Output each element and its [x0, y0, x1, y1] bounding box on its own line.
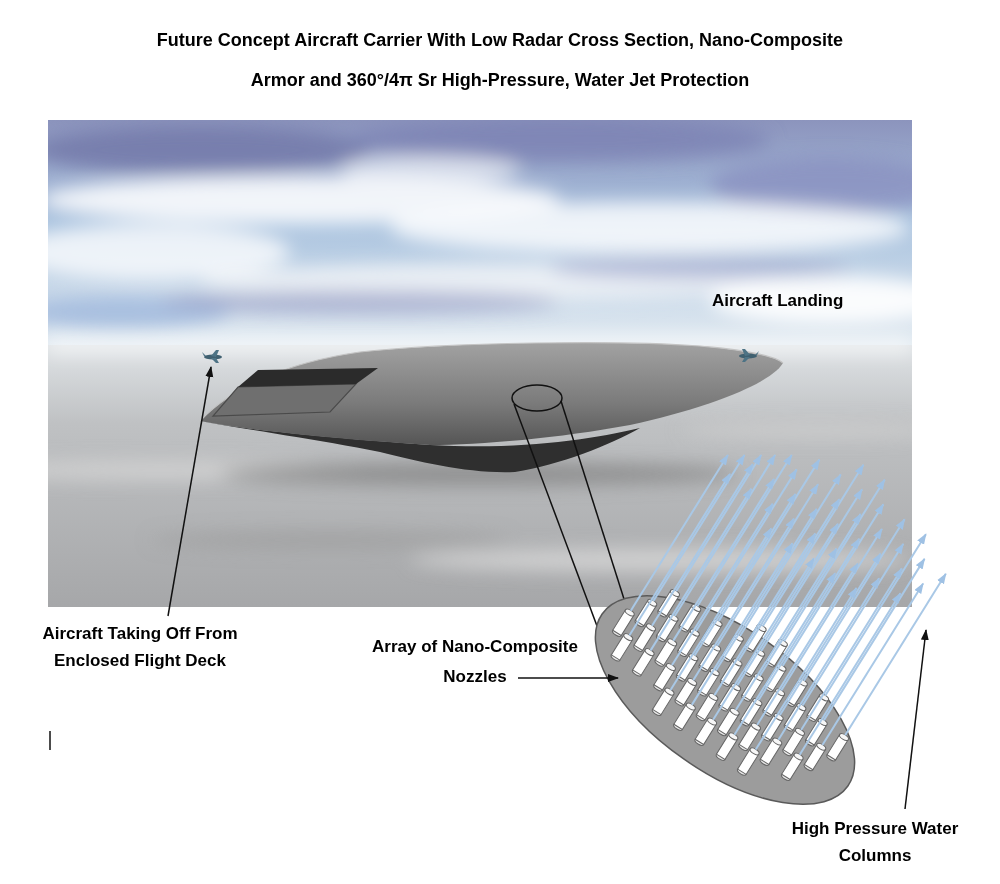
- label-box: High Pressure Water Columns: [775, 815, 975, 869]
- water-jet-arrow: [692, 543, 793, 705]
- water-jet-arrow: [653, 455, 744, 601]
- water-jet-arrow: [824, 559, 925, 721]
- water-jet-arrow: [760, 514, 861, 676]
- water-jet-arrow: [801, 569, 902, 731]
- clouds: [48, 120, 912, 328]
- water-jet-arrow: [778, 578, 879, 740]
- detail-ellipse: [512, 385, 562, 411]
- aircraft-icon: [739, 349, 759, 362]
- water-jet-arrow: [673, 479, 774, 641]
- water-jet-arrow: [671, 528, 772, 690]
- label-box: Aircraft Taking Off From Enclosed Flight…: [20, 620, 260, 674]
- nozzle: [673, 702, 697, 732]
- nozzle: [759, 737, 783, 767]
- water-jet-arrow: [737, 524, 838, 686]
- cursor-mark: [49, 731, 51, 750]
- title-box: Future Concept Aircraft Carrier With Low…: [155, 20, 845, 100]
- water-jet-arrow: [756, 588, 857, 750]
- water-jet-arrow: [845, 574, 946, 736]
- water-jet-arrow: [759, 539, 860, 701]
- water-jet-arrow: [675, 455, 775, 616]
- callout-label: Aircraft Taking Off From Enclosed Flight…: [20, 620, 260, 674]
- leader-arrow: [905, 630, 926, 809]
- water-jet-arrow: [734, 573, 835, 735]
- water-jet-arrow: [715, 534, 816, 696]
- callout-label: Array of Nano-Composite Nozzles: [350, 632, 600, 692]
- label-box: Array of Nano-Composite Nozzles: [350, 632, 600, 692]
- water-jet-arrow: [736, 549, 837, 711]
- nozzle-panel: [561, 555, 889, 845]
- callout-label: Aircraft Landing: [712, 289, 843, 313]
- water-jet-arrow: [716, 509, 817, 671]
- scene: [48, 120, 912, 607]
- aircraft-icon: [202, 350, 222, 363]
- nozzle: [651, 687, 675, 717]
- water-jet-arrow: [780, 554, 881, 716]
- water-columns: [629, 455, 945, 755]
- water-jet-arrow: [719, 460, 820, 622]
- water-jet-arrow: [672, 504, 773, 666]
- water-jet-arrow: [803, 544, 904, 706]
- enclosed-flight-deck: [213, 384, 356, 416]
- nozzle: [610, 632, 634, 662]
- water-jet-arrow: [713, 558, 814, 720]
- nozzle: [715, 732, 739, 762]
- nozzle: [826, 732, 850, 762]
- water-jet-arrow: [695, 494, 796, 656]
- water-jet-arrow: [739, 499, 840, 660]
- water-jet-arrow: [781, 529, 882, 691]
- nozzle: [694, 717, 718, 747]
- water-jet-arrow: [629, 474, 730, 635]
- water-jet-arrow: [696, 469, 797, 631]
- nozzle: [631, 647, 655, 677]
- water-jet-arrow: [651, 489, 752, 651]
- water-jet-arrow: [757, 563, 858, 725]
- aircraft-carrier: [200, 343, 783, 473]
- callout-line: [561, 401, 624, 599]
- callout-label: High Pressure Water Columns: [775, 815, 975, 869]
- water-jet-arrow: [717, 484, 818, 646]
- nozzle: [736, 747, 760, 777]
- water-jet-arrow: [652, 464, 753, 626]
- water-jet-arrow: [631, 455, 728, 611]
- title-text: Future Concept Aircraft Carrier With Low…: [155, 20, 845, 100]
- nozzle: [780, 752, 804, 782]
- label-box: Aircraft Landing: [712, 289, 843, 313]
- nozzle: [803, 742, 827, 772]
- leader-arrow: [518, 677, 618, 679]
- callout-line: [514, 404, 597, 626]
- leader-arrow: [168, 367, 211, 616]
- water-jet-arrow: [693, 519, 794, 681]
- water-jet-arrow: [822, 584, 923, 746]
- water-jet-arrow: [800, 593, 901, 755]
- deck-opening: [238, 368, 378, 387]
